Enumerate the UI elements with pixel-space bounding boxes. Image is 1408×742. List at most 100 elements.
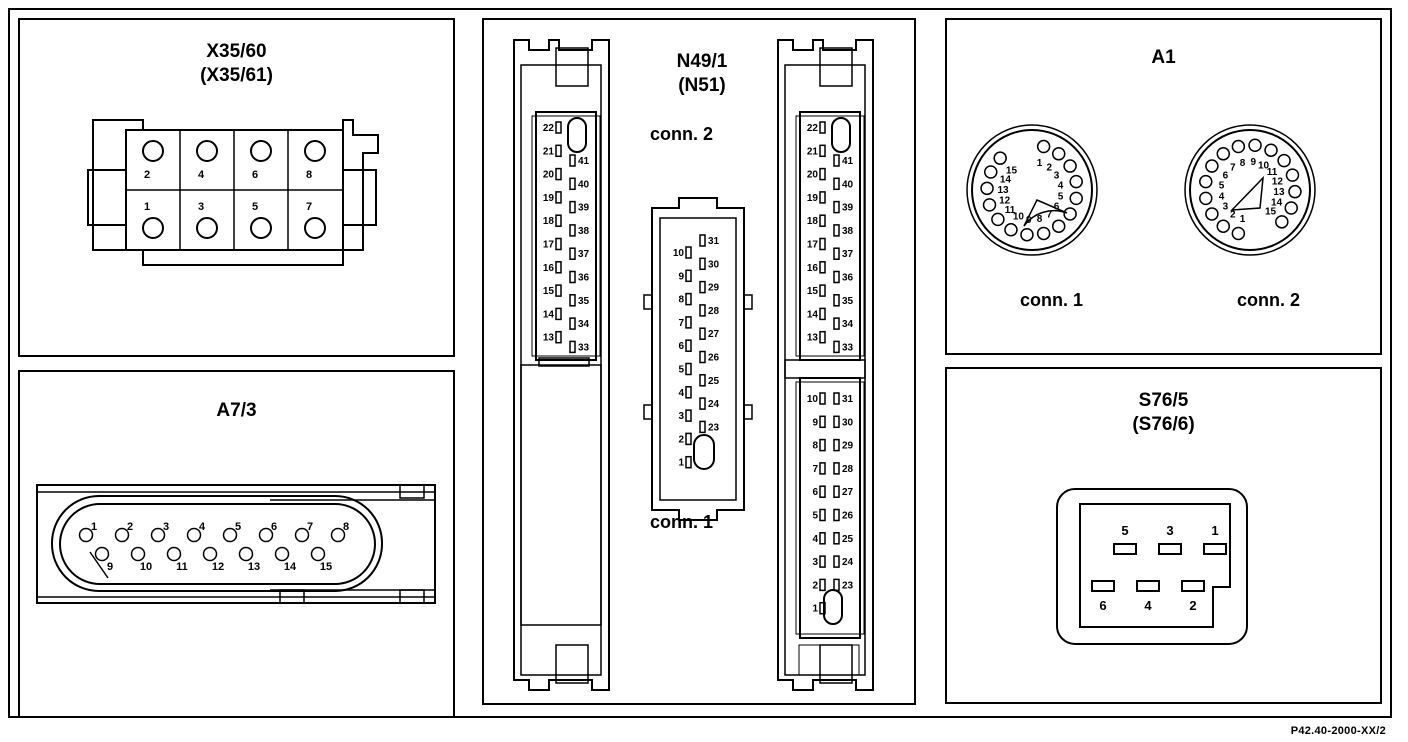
a1-conn1-pin bbox=[1020, 227, 1034, 242]
n49-right-lower-pin bbox=[833, 555, 840, 568]
n49-left-pin-label: 18 bbox=[543, 216, 555, 227]
a73-pin bbox=[114, 527, 130, 543]
x35-pin bbox=[304, 217, 326, 239]
n49-right-lower-pin bbox=[819, 601, 826, 615]
n49-right-pin-label: 22 bbox=[807, 123, 819, 134]
n49-right-pin bbox=[833, 177, 840, 191]
n49-center-pin bbox=[685, 246, 692, 259]
n49-left-pin bbox=[555, 237, 562, 251]
n49-right-pin-label: 17 bbox=[807, 240, 819, 251]
a1-conn1-pin bbox=[1069, 191, 1083, 206]
n49-right-pin-label: 41 bbox=[842, 156, 854, 167]
a1-conn2-pin bbox=[1277, 153, 1291, 168]
n49-right-lower-pin bbox=[833, 462, 840, 475]
a1-conn2-pin bbox=[1216, 147, 1231, 161]
a73-pin bbox=[238, 546, 254, 562]
a1-conn2-pin-label: 4 bbox=[1219, 191, 1225, 202]
n49-right-pin-label: 18 bbox=[807, 216, 819, 227]
s76-title: S76/5 bbox=[1138, 390, 1189, 411]
n49-right-pin-label: 35 bbox=[842, 296, 854, 307]
n49-center-pin-label: 6 bbox=[678, 341, 684, 352]
a73-pin bbox=[166, 546, 182, 562]
s76-pin bbox=[1158, 543, 1182, 555]
n49-center-pin-label: 31 bbox=[708, 236, 720, 247]
n49-left-pin bbox=[555, 121, 562, 134]
n49-right-lower-pin bbox=[819, 485, 826, 498]
n49-left-pin-label: 15 bbox=[543, 286, 555, 297]
n49-left-pin bbox=[555, 330, 562, 344]
n49-right-pin-label: 19 bbox=[807, 193, 819, 204]
a1-conn1-pin-label: 10 bbox=[1013, 212, 1025, 223]
n49-center-pin-label: 1 bbox=[678, 458, 684, 469]
n49-right-pin bbox=[819, 144, 826, 158]
n49-center-pin-label: 25 bbox=[708, 376, 720, 387]
n49-right-lower-pin-label: 9 bbox=[812, 417, 818, 428]
s76-pin-label: 1 bbox=[1211, 523, 1218, 538]
a1-conn2-pin bbox=[1288, 184, 1302, 199]
s76-pin-label: 5 bbox=[1121, 523, 1128, 538]
n49-center-pin-label: 29 bbox=[708, 283, 720, 294]
n49-left-pin bbox=[569, 200, 576, 214]
a73-pin bbox=[222, 527, 238, 543]
s76-pin-label: 6 bbox=[1099, 598, 1106, 613]
a1-conn2-pin-label: 5 bbox=[1219, 181, 1225, 192]
n49-center-pin bbox=[685, 292, 692, 306]
s76-pin bbox=[1091, 580, 1115, 592]
a73-pin bbox=[150, 527, 166, 543]
n49-right-lower-pin-label: 28 bbox=[842, 464, 854, 475]
n49-right-lower-pin bbox=[833, 392, 840, 405]
n49-center-pin-label: 23 bbox=[708, 422, 720, 433]
diagram-frame bbox=[8, 8, 1392, 718]
n49-center-pin-label: 4 bbox=[678, 388, 684, 399]
n49-connectors: 2221201918171615141341403938373635343322… bbox=[513, 39, 874, 691]
a1-conn1-label: conn. 1 bbox=[1020, 290, 1084, 310]
x35-pin-label: 8 bbox=[306, 169, 312, 181]
n49-center-pin-label: 27 bbox=[708, 329, 720, 340]
n49-right-lower-pin-label: 8 bbox=[812, 441, 818, 452]
n49-right-pin bbox=[833, 317, 840, 330]
n49-right-lower-pin-label: 3 bbox=[812, 557, 818, 568]
n49-center-pin-label: 8 bbox=[678, 295, 684, 306]
n49-center-pin bbox=[685, 269, 692, 283]
a73-pin-label: 5 bbox=[235, 521, 241, 533]
n49-right-pin bbox=[833, 247, 840, 260]
n49-right-pin bbox=[819, 330, 826, 344]
n49-conn2-label: conn. 2 bbox=[650, 124, 714, 144]
n49-left-pin bbox=[569, 154, 576, 167]
a1-conn1-pin-label: 1 bbox=[1037, 158, 1043, 169]
a73-pin bbox=[274, 546, 290, 562]
x35-pin bbox=[250, 217, 272, 239]
a73-pin bbox=[78, 527, 94, 543]
n49-right-lower-pin bbox=[833, 508, 840, 522]
n49-right-lower-pin-label: 25 bbox=[842, 534, 854, 545]
a1-conn2-pin-label: 7 bbox=[1230, 163, 1236, 174]
a73-pin-label: 14 bbox=[284, 561, 297, 573]
n49-left-pin bbox=[555, 167, 562, 181]
n49-right-lower-pin bbox=[833, 438, 840, 452]
n49-center-pin bbox=[685, 386, 692, 399]
a1-conn2-pin bbox=[1205, 159, 1219, 173]
a1-conn1-pin bbox=[1063, 159, 1077, 173]
a73-pin-label: 9 bbox=[107, 561, 113, 573]
a1-conn2-pin-label: 11 bbox=[1267, 167, 1278, 178]
a1-conn2-pin-label: 2 bbox=[1230, 209, 1236, 220]
n49-center-pin bbox=[699, 327, 706, 340]
x35-pin-label: 7 bbox=[306, 201, 312, 213]
x35-pin bbox=[196, 140, 218, 162]
a1-conn1-pin bbox=[984, 165, 998, 179]
n49-right-lower-pin bbox=[819, 392, 826, 405]
n49-center-pin bbox=[699, 280, 706, 294]
a73-pin-label: 10 bbox=[140, 561, 152, 573]
a73-pin-label: 11 bbox=[176, 561, 188, 573]
n49-right-lower-pin-label: 2 bbox=[812, 580, 818, 591]
n49-right-pin-label: 34 bbox=[842, 319, 854, 330]
a1-conn2-pin-label: 1 bbox=[1240, 214, 1246, 225]
n49-left-pin-label: 35 bbox=[578, 296, 590, 307]
n49-left-pin-label: 37 bbox=[578, 249, 590, 260]
n49-right-pin-label: 38 bbox=[842, 226, 854, 237]
